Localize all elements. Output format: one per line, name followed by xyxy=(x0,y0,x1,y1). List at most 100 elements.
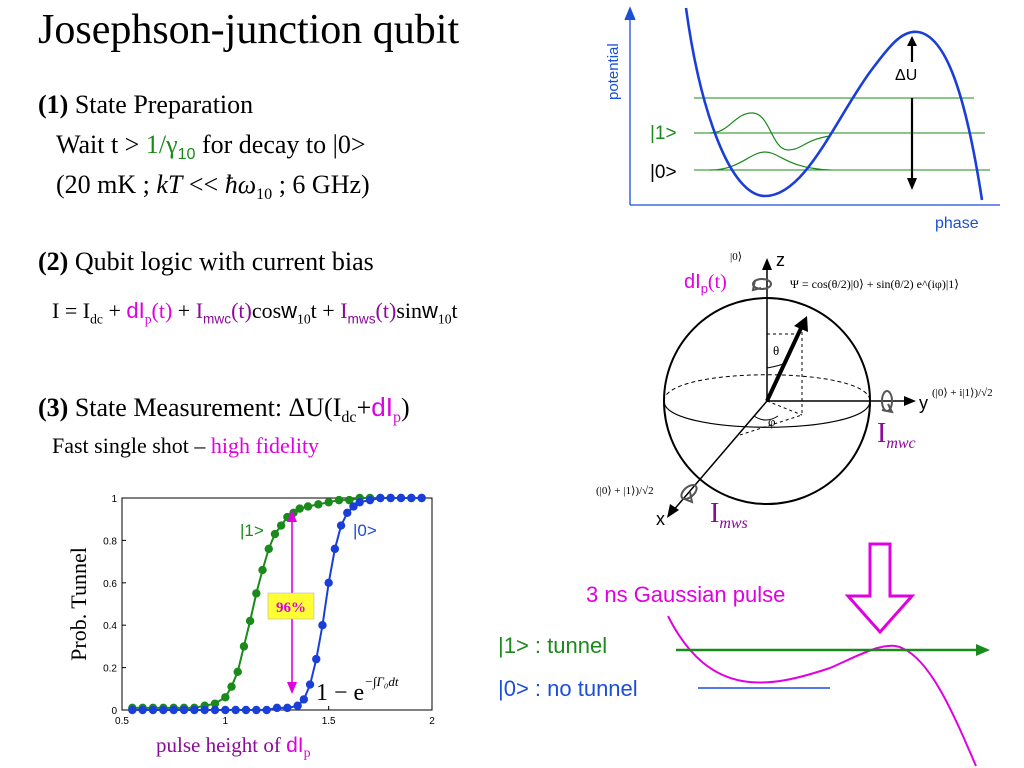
x-tick-label: 1 xyxy=(223,716,229,727)
y-rotation-icon xyxy=(881,390,894,414)
z-rotation-icon xyxy=(751,278,772,292)
equator-front xyxy=(663,400,871,428)
data-point xyxy=(417,493,426,503)
data-point xyxy=(396,493,406,503)
theta-label: θ xyxy=(773,343,779,358)
imwc-label: Imwc xyxy=(877,418,916,452)
data-point xyxy=(303,502,313,511)
data-point xyxy=(245,616,255,626)
bloch-sphere: θ φ z y x |0⟩ Ψ = cos(θ/2)|0⟩ + sin(θ/2)… xyxy=(596,250,993,532)
legend-state-0: |0> xyxy=(353,521,377,540)
data-point xyxy=(210,699,220,708)
data-point xyxy=(231,705,240,715)
data-point xyxy=(295,504,304,513)
data-point xyxy=(252,589,261,598)
data-point xyxy=(264,544,273,554)
data-point xyxy=(169,705,178,715)
data-point xyxy=(305,680,315,689)
pulse-curve xyxy=(667,615,977,767)
data-point xyxy=(270,529,280,539)
pulse-diagram: 3 ns Gaussian pulse |1> : tunnel |0> : n… xyxy=(498,542,990,767)
section-3-heading: (3) State Measurement: ΔU(Idc+dIp) xyxy=(38,392,410,427)
level-0-label: |0> xyxy=(650,162,677,183)
data-point xyxy=(334,495,344,505)
x-tick-label: 2 xyxy=(429,716,435,727)
data-point xyxy=(258,565,267,575)
data-point xyxy=(343,508,352,518)
fit-formula: 1 − e−∫Γ₀dt xyxy=(316,674,399,706)
state-vector xyxy=(765,325,804,402)
y-tick-label: 0.2 xyxy=(103,664,117,675)
x-state-label: (|0⟩ + |1⟩)/√2 xyxy=(596,485,654,497)
data-point xyxy=(272,703,282,713)
data-point xyxy=(233,667,242,677)
data-point xyxy=(190,705,199,715)
data-point xyxy=(336,521,346,530)
legend-state-1: |1> xyxy=(240,521,264,540)
section-1-line-1: Wait t > 1/γ10 for decay to |0> xyxy=(56,130,366,164)
dip-label: dIp(t) xyxy=(684,271,727,296)
slide-title: Josephson-junction qubit xyxy=(38,7,460,53)
data-point xyxy=(210,705,220,715)
equator-back xyxy=(663,374,871,402)
data-point xyxy=(349,502,358,511)
data-point xyxy=(276,521,286,530)
y-tick-label: 0.8 xyxy=(103,536,117,547)
data-point xyxy=(407,493,416,503)
data-point xyxy=(324,498,333,507)
top-ket: |0⟩ xyxy=(730,251,742,263)
data-point xyxy=(262,705,271,715)
potential-ylabel: potential xyxy=(605,43,622,100)
data-point xyxy=(148,705,158,715)
x-tick-label: 0.5 xyxy=(115,716,129,727)
data-point xyxy=(324,578,333,587)
wait-text: Wait t > xyxy=(56,130,146,159)
section-2-number: (2) xyxy=(38,247,69,276)
data-point xyxy=(314,500,323,509)
data-points xyxy=(128,493,426,715)
psi-equation: Ψ = cos(θ/2)|0⟩ + sin(θ/2) e^(iφ)|1⟩ xyxy=(790,277,959,291)
data-point xyxy=(221,705,230,715)
data-point xyxy=(221,693,230,702)
section-1-heading: (1) State Preparation xyxy=(38,90,253,120)
decay-rate: 1/γ10 xyxy=(145,130,196,164)
section-2-heading: (2) Qubit logic with current bias xyxy=(38,247,374,277)
wavefunction-0 xyxy=(709,151,831,171)
z-label: z xyxy=(776,250,785,270)
x-axis xyxy=(671,400,768,513)
data-point xyxy=(241,705,251,715)
data-point xyxy=(239,642,249,651)
chart-xlabel: pulse height of dIp xyxy=(156,733,311,761)
potential-axes xyxy=(624,6,1000,206)
section-2-title: Qubit logic with current bias xyxy=(74,247,374,276)
imws-label: Imws xyxy=(710,498,748,532)
data-point xyxy=(128,705,137,715)
data-point xyxy=(227,682,236,691)
data-point xyxy=(376,493,385,503)
data-point xyxy=(355,498,364,507)
data-point xyxy=(345,495,354,505)
section-1-number: (1) xyxy=(38,90,69,119)
x-tick-label: 1.5 xyxy=(322,716,336,727)
data-point xyxy=(179,705,189,715)
data-point xyxy=(252,705,261,715)
chart-ylabel: Prob. Tunnel xyxy=(66,547,91,661)
section-1-line-2: (20 mK ; kT << ħω10 ; 6 GHz) xyxy=(56,170,370,204)
data-point xyxy=(386,493,395,503)
data-point xyxy=(138,705,147,715)
section-3-number: (3) xyxy=(38,393,69,422)
y-tick-label: 0.6 xyxy=(103,579,117,590)
data-point xyxy=(159,705,168,715)
current-bias-equation: I = Idc + dIp(t) + Imwc(t)cosw10t + Imws… xyxy=(52,298,458,327)
state-0-no-tunnel-label: |0> : no tunnel xyxy=(498,676,638,701)
data-point xyxy=(283,703,292,713)
y-tick-label: 0 xyxy=(111,706,117,717)
section-1-title: State Preparation xyxy=(74,90,254,119)
level-1-label: |1> xyxy=(650,123,677,144)
data-point xyxy=(299,695,309,704)
potential-curve xyxy=(684,7,984,201)
pulse-title: 3 ns Gaussian pulse xyxy=(586,582,785,607)
data-point xyxy=(318,621,327,630)
y-tick-label: 0.4 xyxy=(103,621,117,632)
